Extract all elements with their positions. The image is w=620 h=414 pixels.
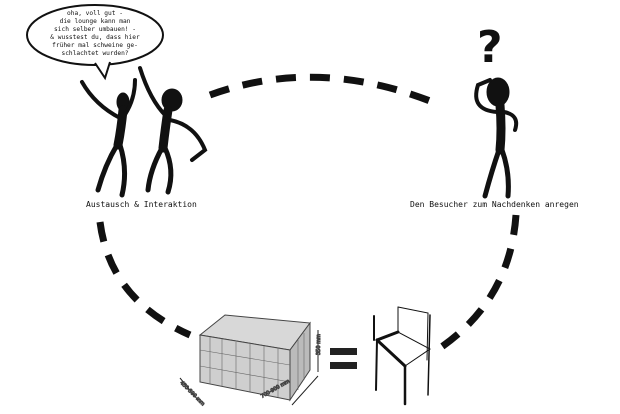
figure-thinking-icon [474,77,519,199]
equals-sign [330,348,357,369]
figure-cheering-icon [80,78,137,198]
dim-height-label: 350 mm [316,334,322,355]
figure-dancing-icon [138,66,208,195]
label-exchange-interaction: Austausch & Interaktion [86,200,197,209]
bubble-line: & wusstest du, dass hier [50,34,140,41]
speech-bubble: oha, voll gut - die lounge kann man sich… [30,10,160,58]
question-mark-icon: ? [477,22,503,73]
hay-bale-icon: 350 mm 700-900 mm 450-500 mm [178,314,323,408]
bubble-line: die lounge kann man [59,18,131,25]
bubble-line: oha, voll gut - [67,10,123,17]
dim-width-label: 450-500 mm [179,380,206,407]
bubble-line: sich selber umbauen! - [54,26,136,33]
bubble-line: schlachtet wurden? [61,50,129,57]
speech-bubble-shape [26,4,164,81]
dashed-cycle [96,73,520,351]
label-make-visitors-think: Den Besucher zum Nachdenken anregen [410,200,579,209]
chair-icon [373,306,431,406]
bubble-line: früher mal schweine ge- [52,42,138,49]
